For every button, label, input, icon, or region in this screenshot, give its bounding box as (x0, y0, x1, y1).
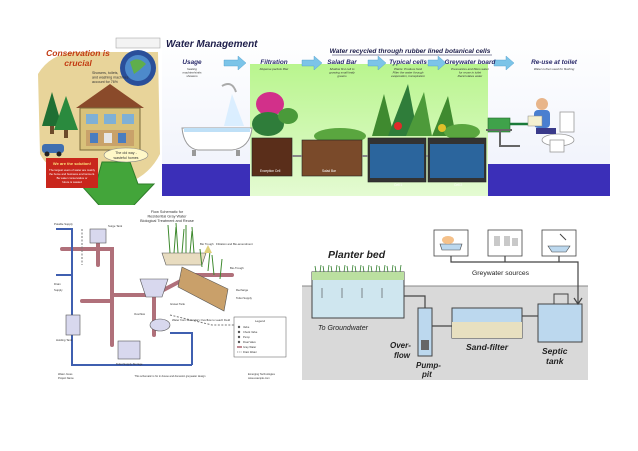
cell-label-cell-1: Cell 1 (394, 183, 402, 187)
schematic-label-recharge: Recharge (236, 288, 249, 292)
stage-reuse-desc-1: Water is then used for flushing (534, 67, 575, 71)
overflow-label-2: flow (394, 351, 411, 360)
legend-item-pump: Pump (243, 335, 250, 339)
planter-bed (312, 265, 404, 318)
schematic-footer-right-1: Emerging Technologies (248, 372, 276, 376)
planter-bed-diagram: Planter bed To Groundwater Over- flow Pu… (302, 216, 588, 380)
schematic-footer-right-2: www.example.com (248, 376, 270, 380)
schematic-label-leach-field: Water from Secondary Overflow to Leach F… (172, 318, 230, 322)
schematic-legend: Legend Valve Check Valve Pump Float Valv… (234, 317, 286, 357)
legend-item-check-valve: Check Valve (243, 330, 258, 334)
schematic-label-potable-supply: Potable Supply (54, 222, 73, 226)
stage-filtration-desc-1: Disperse particle filter (260, 67, 290, 71)
water-management-title: Water Management (166, 39, 258, 50)
legend-title: Legend (255, 319, 265, 323)
flow-schematic-panel: Flow Schematic for Residential Gray Wate… (52, 205, 290, 383)
water-management-diagram: Water Management Water recycled through … (162, 36, 610, 196)
solution-line-4: future is wasted (62, 180, 82, 184)
sand-filter-label: Sand-filter (466, 342, 509, 352)
schematic-label-surge-tank: Surge Tank (108, 224, 123, 228)
schematic-label-holding-tank: Holding Tank (56, 338, 73, 342)
conservation-headline-1: Conservation is (46, 48, 110, 58)
legend-item-drain-water: Drain Water (243, 350, 257, 354)
septic-label-1: Septic (542, 346, 568, 356)
schematic-label-toilet-supply-storage: Toilet Supply Storage (116, 362, 143, 366)
conservation-blurb-1: Showers, toilets, (92, 71, 118, 75)
solution-title: We are the solution! (53, 161, 91, 166)
schematic-label-supply: Supply (54, 288, 63, 292)
schematic-label-bio-trough: Bio Trough (200, 242, 214, 246)
bubble-text-1: The old way - (115, 151, 137, 155)
schematic-label-bio-trough-2: Bio-Trough (230, 266, 244, 270)
stage-salad-bar-label: Salad Bar (327, 59, 357, 66)
overflow-label-1: Over- (390, 341, 411, 350)
schematic-title-3: Biological Treatment and Reuse (140, 219, 194, 223)
pump-pit-label-2: pit (421, 370, 432, 379)
greywater-sources (434, 230, 576, 256)
schematic-label-filtration: Filtration and Bio-amendment (216, 242, 253, 246)
schematic-label-toilet-supply: Toilet Supply (236, 296, 252, 300)
stage-filtration-label: Filtration (260, 59, 287, 66)
legend-item-gray-water: Gray Water (243, 345, 256, 349)
conservation-illustration: Conservation is crucial Showers, toilets… (30, 34, 168, 224)
schematic-title-1: Flow Schematic for (151, 210, 184, 214)
cell-label-exception: Exception Cell (260, 169, 281, 173)
to-groundwater-label: To Groundwater (318, 325, 369, 332)
bubble-text-2: wasteful homes (114, 156, 139, 160)
schematic-footer-left-1: Water Jones (58, 372, 73, 376)
bio-trough-1 (162, 253, 206, 265)
cell-label-salad-bar: Salad Bar (322, 169, 337, 173)
stage-greywater-board-label: Greywater board (445, 59, 497, 66)
schematic-label-gravel-tank: Gravel Tank (170, 302, 185, 306)
conservation-blurb-2: and washing machines (92, 76, 129, 80)
legend-item-valve: Valve (243, 325, 250, 329)
car-icon (42, 144, 64, 153)
stage-typical-cells-label: Typical cells (389, 59, 427, 66)
planter-bed-panel: Planter bed To Groundwater Over- flow Pu… (302, 216, 588, 380)
planter-bed-label: Planter bed (328, 249, 386, 261)
toilet-supply-storage (118, 341, 140, 359)
schematic-label-overflow: Overflow (134, 312, 146, 316)
water-management-subtitle: Water recycled through rubber lined bota… (330, 48, 491, 55)
stage-salad-bar-desc-3: greens (337, 74, 347, 78)
pump-pit-label-1: Pump- (416, 361, 441, 370)
flow-schematic-diagram: Flow Schematic for Residential Gray Wate… (52, 205, 290, 383)
surge-tank (90, 229, 106, 243)
stage-usage-label: Usage (182, 59, 202, 66)
stage-usage-desc-3: showers (186, 74, 198, 78)
schematic-title-2: Residential Gray Water (147, 215, 187, 219)
schematic-label-drain: Drain (54, 282, 61, 286)
water-management-panel: Water Management Water recycled through … (162, 36, 610, 196)
schematic-footer-center: This schematic is for in-house and domes… (135, 374, 206, 378)
cell-label-cell-2: Cell 2 (454, 183, 462, 187)
stage-typical-cells-desc-3: evaporation, transpiration (391, 74, 425, 78)
botanical-cells (252, 138, 486, 182)
greywater-sources-label: Greywater sources (472, 270, 530, 277)
conservation-headline-2: crucial (64, 58, 92, 68)
conservation-blurb-3: account for 76% (92, 80, 119, 84)
schematic-footer-left-2: Project Name (58, 376, 74, 380)
holding-tank (66, 315, 80, 335)
conservation-panel: Conservation is crucial Showers, toilets… (30, 34, 168, 224)
legend-item-float-valve: Float Valve (243, 340, 256, 344)
stage-greywater-board-desc-3: Recirculates water (458, 74, 484, 78)
septic-label-2: tank (546, 356, 565, 366)
stage-reuse-label: Re-use at toilet (531, 59, 578, 66)
